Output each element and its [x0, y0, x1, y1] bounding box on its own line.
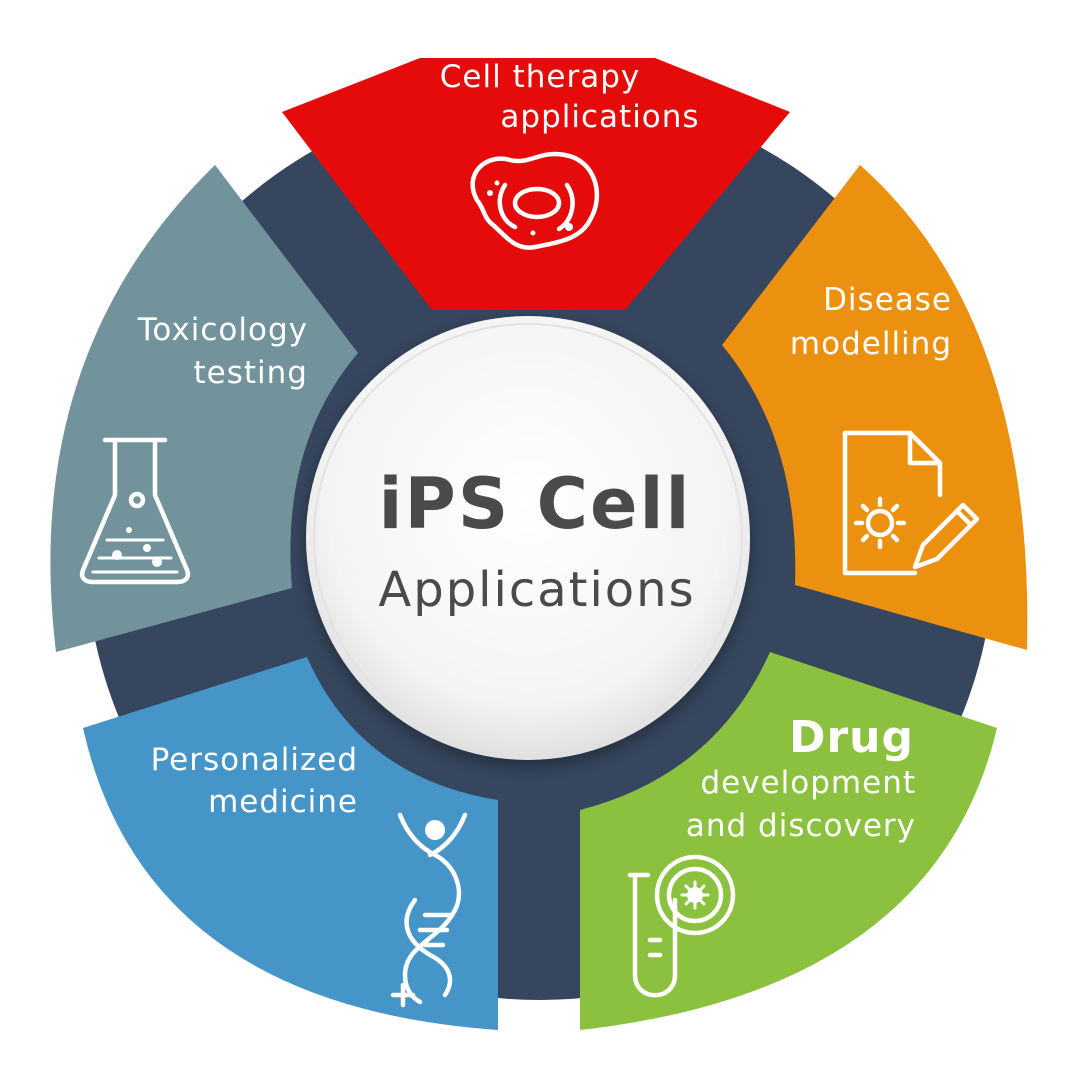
toxicology-testing-label-line-1: Toxicology — [137, 312, 308, 348]
center-circle-rim — [313, 323, 743, 753]
drug-development-label-line-1: development — [701, 765, 917, 801]
center-subtitle: Applications — [378, 562, 695, 618]
drug-development-label-line-2: and discovery — [686, 808, 916, 844]
disease-modelling-label-line-2: modelling — [790, 326, 952, 362]
segment-disease-modelling — [722, 165, 1028, 650]
cell-therapy-label-line-1: Cell therapy — [440, 59, 640, 95]
drug-development-heading: Drug — [789, 712, 914, 763]
personalized-medicine-label-line-1: Personalized — [151, 742, 358, 778]
segment-personalized-medicine — [83, 657, 498, 1030]
personalized-medicine-label-line-2: medicine — [208, 784, 358, 820]
center-title: iPS Cell — [379, 463, 692, 545]
cell-therapy-label-line-2: applications — [500, 99, 699, 135]
dna-person-icon — [390, 812, 468, 1008]
segment-cell-therapy — [282, 58, 790, 310]
disease-modelling-label-line-1: Disease — [823, 282, 952, 318]
document-virus-pencil-icon — [842, 430, 980, 576]
center-circle — [306, 316, 750, 760]
segment-drug-development — [580, 652, 997, 1030]
toxicology-testing-label-line-2: testing — [194, 355, 308, 391]
cell-icon — [470, 151, 600, 250]
flask-icon — [79, 437, 191, 585]
test-tube-magnifier-icon — [627, 854, 736, 998]
